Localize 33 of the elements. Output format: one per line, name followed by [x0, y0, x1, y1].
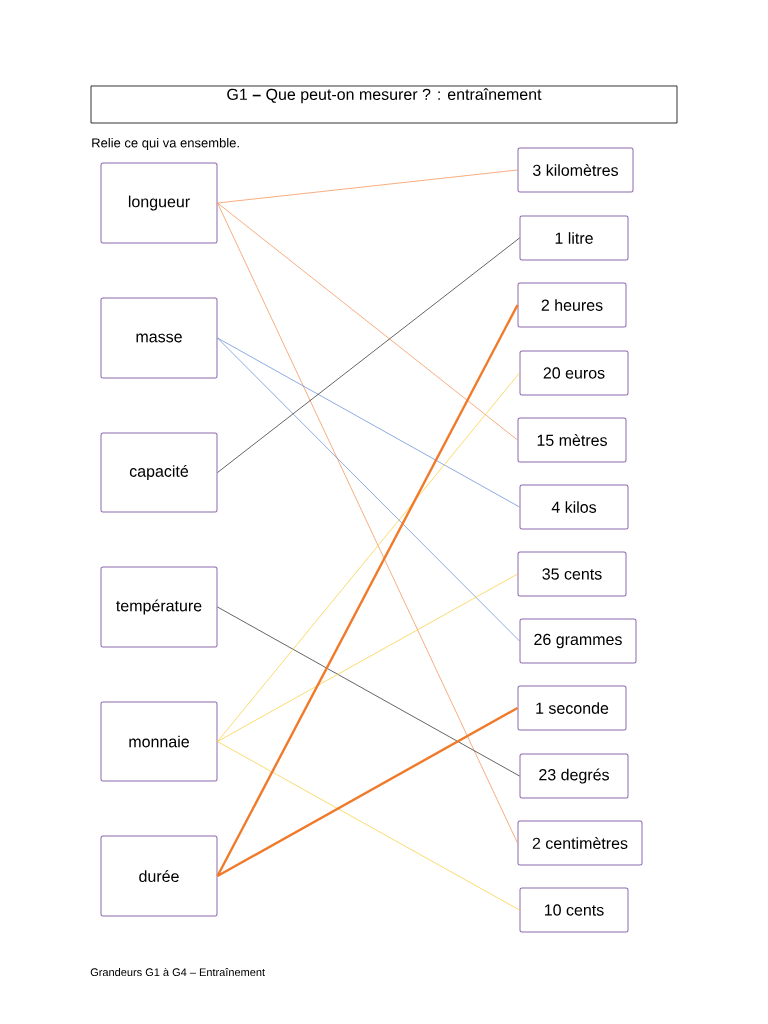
- word-box: 1 litre: [519, 215, 629, 261]
- connecting-line: [217, 202, 518, 844]
- connecting-line: [217, 573, 518, 742]
- word-box: longueur: [100, 162, 218, 244]
- connecting-line: [217, 337, 520, 508]
- title-box: G1 – Que peut-on mesurer ? : entraînement: [90, 85, 678, 124]
- word-box: monnaie: [100, 701, 218, 782]
- word-box: 2 centimètres: [517, 820, 643, 866]
- connecting-line: [216, 304, 519, 877]
- word-box: 1 seconde: [517, 685, 627, 731]
- connecting-line: [217, 741, 520, 911]
- word-box: 26 grammes: [519, 618, 637, 664]
- instruction-text: Relie ce qui va ensemble.: [92, 137, 239, 151]
- connecting-line: [217, 169, 518, 204]
- word-box: 4 kilos: [519, 484, 629, 530]
- word-box: 15 mètres: [517, 417, 627, 463]
- word-box: 2 heures: [517, 282, 627, 328]
- connecting-line: [216, 706, 519, 878]
- word-box: température: [100, 566, 218, 648]
- word-box: 3 kilomètres: [517, 147, 634, 193]
- connecting-line: [217, 606, 520, 777]
- connecting-line: [217, 202, 518, 441]
- connecting-line: [217, 237, 520, 473]
- word-box: 35 cents: [517, 551, 627, 597]
- word-box: 23 degrés: [519, 753, 629, 799]
- connecting-line: [217, 337, 520, 642]
- word-box: masse: [100, 297, 218, 379]
- word-box: durée: [100, 835, 218, 917]
- footer-text: Grandeurs G1 à G4 – Entraînement: [90, 967, 265, 977]
- word-box: capacité: [100, 432, 218, 513]
- word-box: 10 cents: [519, 887, 629, 933]
- word-box: 20 euros: [519, 350, 629, 396]
- connecting-line: [217, 372, 520, 742]
